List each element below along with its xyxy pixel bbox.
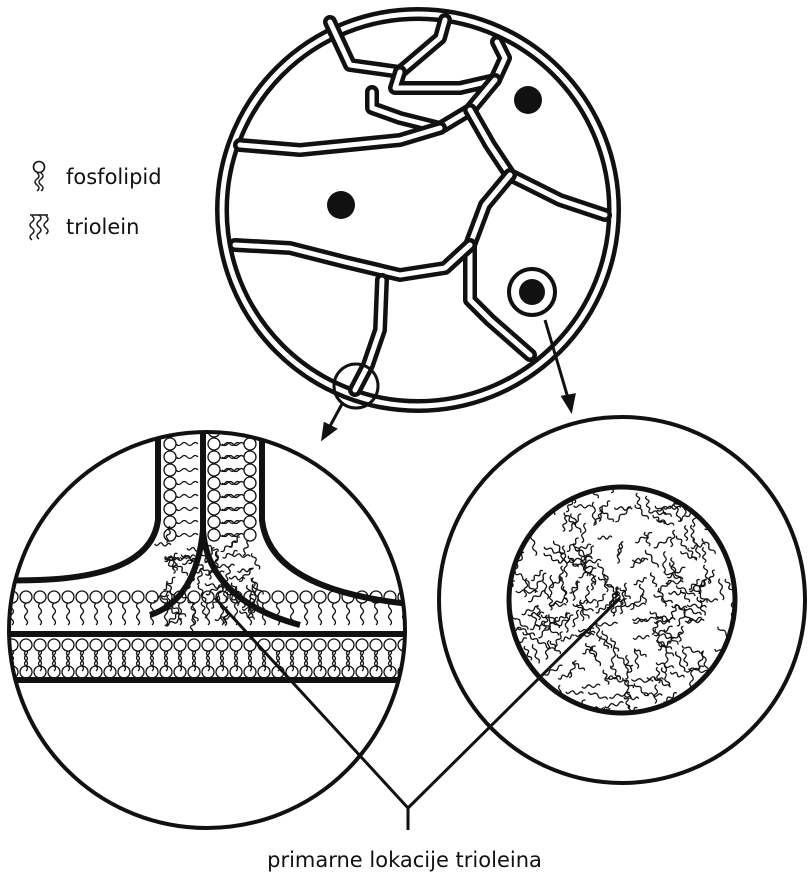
tissue-section xyxy=(222,14,614,408)
phospholipid-icon xyxy=(28,160,54,194)
triolein-core-texture xyxy=(497,480,747,724)
legend-item-phospholipid: fosfolipid xyxy=(28,160,162,194)
lipid-droplet-zoom xyxy=(439,417,805,783)
caption: primarne lokacije trioleina xyxy=(0,848,809,872)
legend-item-triolein: triolein xyxy=(28,212,139,242)
triolein-icon xyxy=(28,212,54,242)
legend-label-triolein: triolein xyxy=(66,215,139,239)
legend-label-phospholipid: fosfolipid xyxy=(66,165,162,189)
cell-junction-zoom xyxy=(0,405,420,828)
